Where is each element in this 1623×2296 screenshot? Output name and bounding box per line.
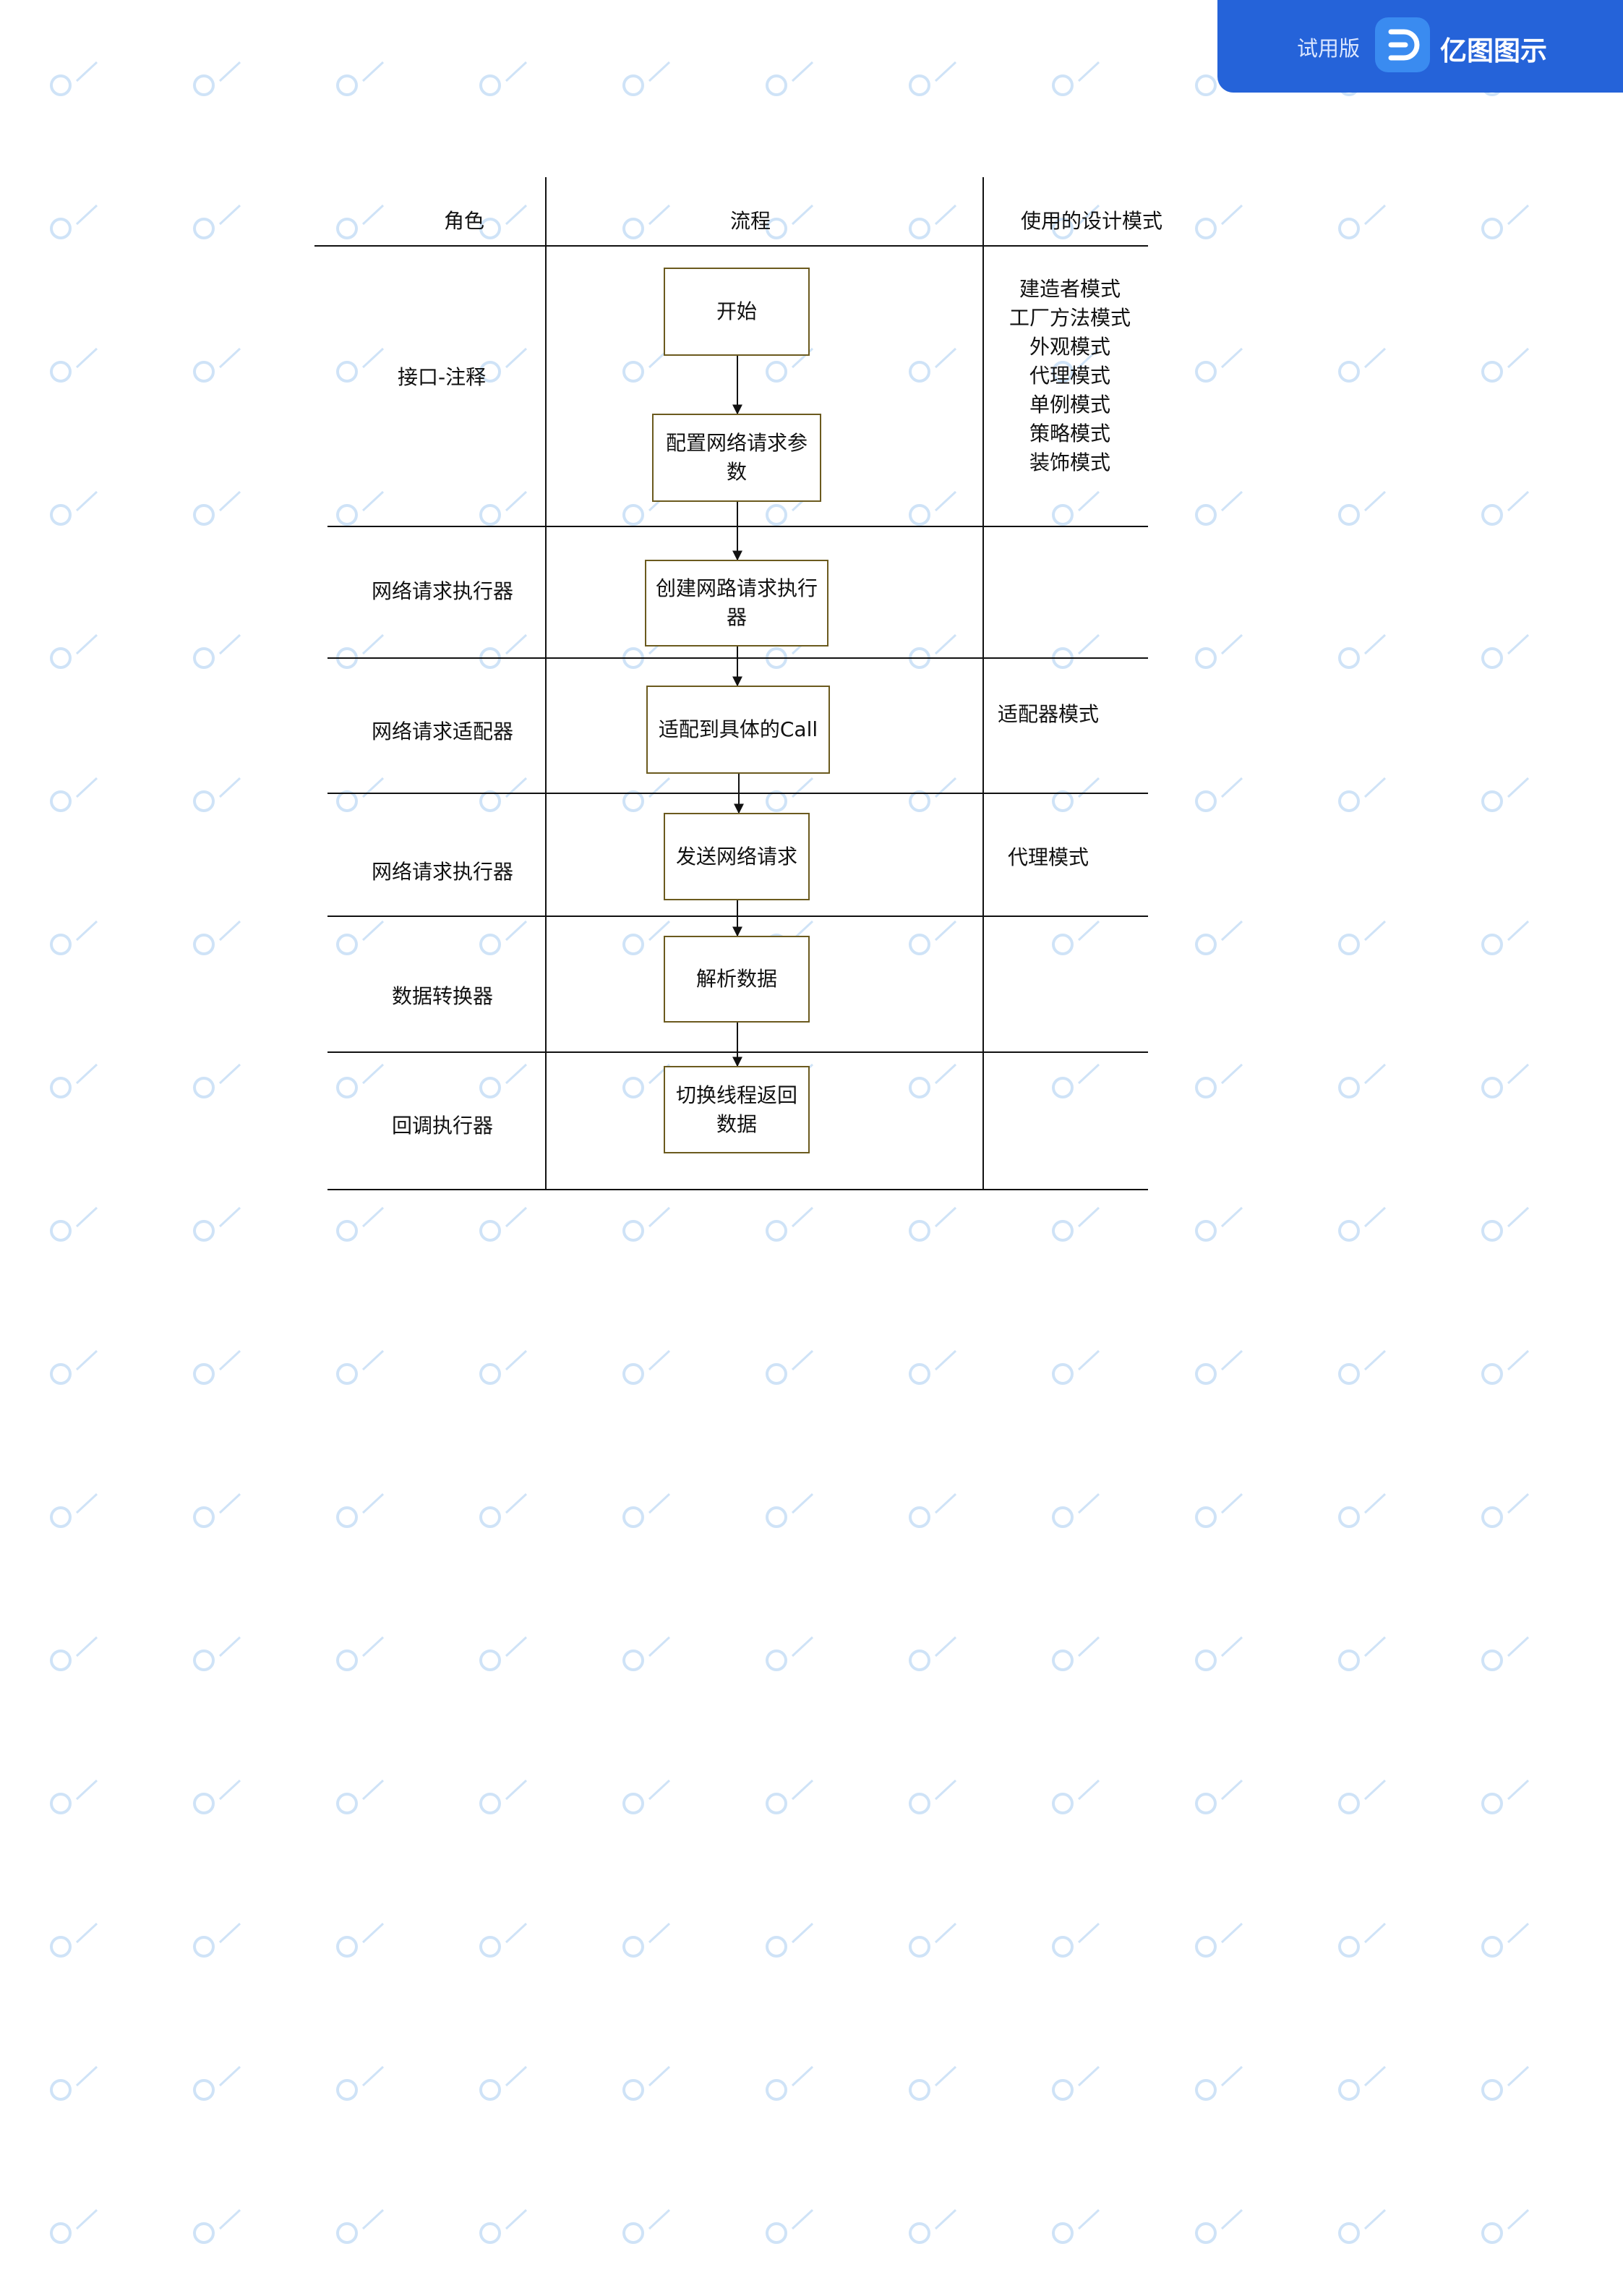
role-label: 网络请求执行器 — [372, 860, 514, 884]
process-step-parse-data: 解析数据 — [664, 936, 810, 1023]
app-name: 亿图图示 — [1440, 35, 1547, 67]
pattern-item: 单例模式 — [1029, 393, 1110, 417]
pattern-list: 建造者模式 工厂方法模式 外观模式 代理模式 单例模式 策略模式 装饰模式 — [998, 275, 1142, 477]
edraw-logo-icon — [1375, 17, 1430, 72]
pattern-item: 工厂方法模式 — [1009, 306, 1131, 330]
pattern-item: 装饰模式 — [1029, 451, 1110, 474]
process-step-send-request: 发送网络请求 — [664, 813, 810, 900]
header-role: 角色 — [444, 209, 485, 233]
pattern-item: 代理模式 — [1008, 845, 1089, 869]
role-label: 回调执行器 — [392, 1114, 494, 1138]
pattern-item: 建造者模式 — [1019, 277, 1121, 301]
process-step-adapt-call: 适配到具体的Call — [646, 686, 830, 774]
role-label: 网络请求执行器 — [372, 579, 514, 603]
process-step-switch-thread: 切换线程返回数据 — [664, 1066, 810, 1153]
pattern-item: 外观模式 — [1029, 335, 1110, 359]
header-flow: 流程 — [730, 209, 771, 233]
role-label: 接口-注释 — [398, 365, 487, 389]
role-label: 数据转换器 — [392, 984, 494, 1008]
pattern-item: 代理模式 — [1029, 364, 1110, 388]
role-label: 网络请求适配器 — [372, 720, 514, 743]
process-step-create-executor: 创建网路请求执行器 — [645, 560, 828, 646]
process-step-start: 开始 — [664, 268, 810, 356]
trial-label: 试用版 — [1297, 36, 1361, 61]
pattern-item: 策略模式 — [1029, 422, 1110, 445]
process-step-config-params: 配置网络请求参数 — [652, 414, 821, 502]
pattern-item: 适配器模式 — [998, 702, 1100, 726]
trial-badge[interactable]: 试用版 亿图图示 — [1217, 0, 1623, 93]
header-patterns: 使用的设计模式 — [1021, 209, 1163, 233]
